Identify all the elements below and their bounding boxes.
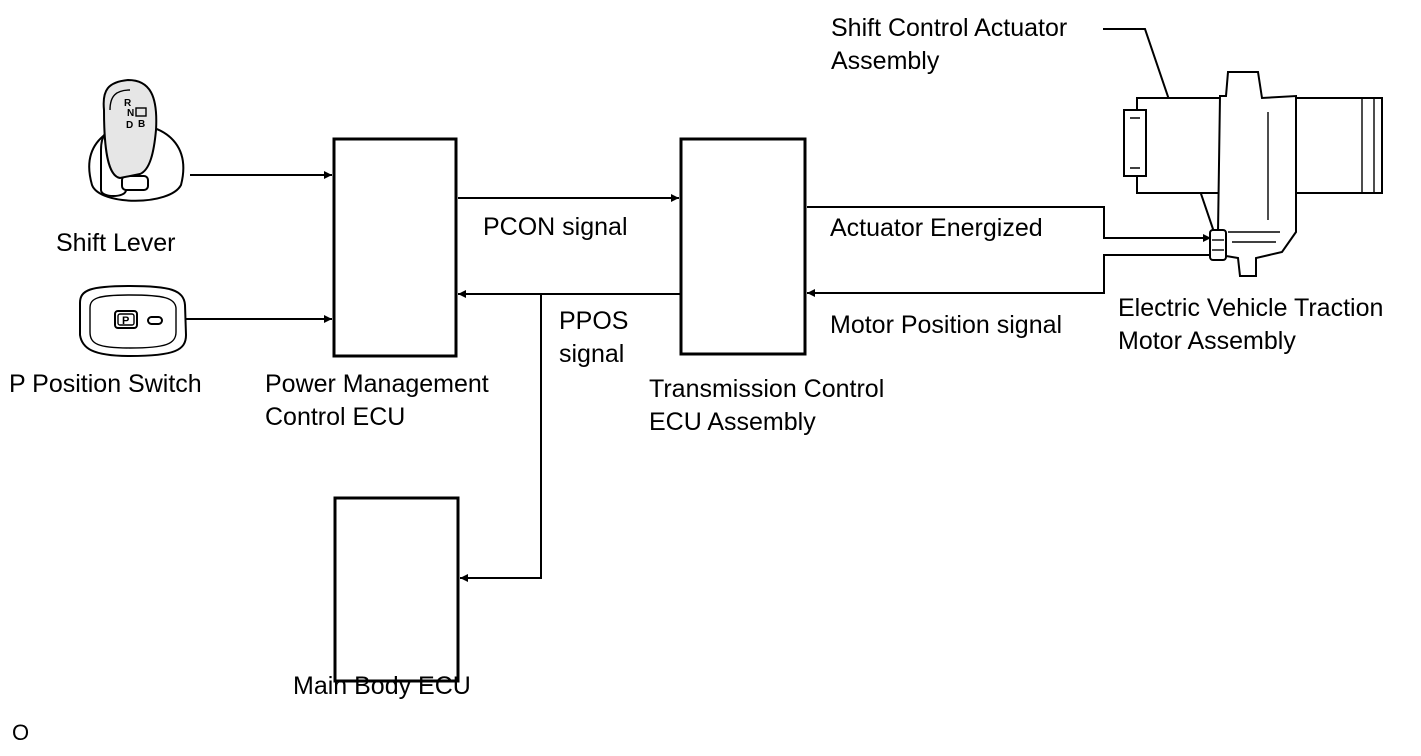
actuator-label: Shift Control Actuator Assembly <box>831 12 1067 78</box>
shift-glyph-r: R <box>124 98 132 109</box>
shift-glyph-n: N <box>127 108 134 119</box>
actuator-label-line1: Shift Control Actuator <box>831 14 1068 42</box>
actuator-energized-label: Actuator Energized <box>830 214 1043 242</box>
pcon-signal-label: PCON signal <box>483 213 628 241</box>
power-management-ecu-label: Power Management Control ECU <box>265 368 489 434</box>
transmission-ecu-label: Transmission Control ECU Assembly <box>649 373 884 439</box>
ppos-signal-label: PPOS signal <box>559 305 628 371</box>
actuator-energized-wire <box>807 206 1211 242</box>
motor-position-wire <box>807 254 1213 297</box>
power-management-ecu-block <box>332 137 458 358</box>
traction-motor-label: Electric Vehicle Traction Motor Assembly <box>1118 292 1383 358</box>
ppos-signal-label-line2: signal <box>559 340 625 368</box>
ppos-branch-wire <box>460 294 542 582</box>
main-body-ecu-block <box>333 496 460 683</box>
shift-glyph-b: B <box>138 119 145 130</box>
transmission-ecu-label-line2: ECU Assembly <box>649 408 816 436</box>
traction-motor-label-line1: Electric Vehicle Traction <box>1118 294 1384 322</box>
shift-lever-icon: R N D B <box>88 78 185 202</box>
shift-actuator-illustration <box>1123 71 1383 277</box>
main-body-ecu-label: Main Body ECU <box>293 672 471 700</box>
power-management-ecu-label-line1: Power Management <box>265 370 489 398</box>
shift-glyph-d: D <box>126 120 133 131</box>
ppos-signal-label-line1: PPOS <box>559 307 629 335</box>
transmission-ecu-block <box>679 137 807 356</box>
shift-lever-label: Shift Lever <box>56 229 176 257</box>
transmission-ecu-label-line1: Transmission Control <box>649 375 885 403</box>
p-switch-icon: P <box>79 284 188 358</box>
footer-mark: O <box>12 720 30 745</box>
motor-position-signal-label: Motor Position signal <box>830 311 1063 339</box>
actuator-label-line2: Assembly <box>831 47 940 75</box>
traction-motor-label-line2: Motor Assembly <box>1118 327 1296 355</box>
power-management-ecu-label-line2: Control ECU <box>265 403 406 431</box>
switch-glyph-p: P <box>122 315 129 327</box>
p-position-switch-label: P Position Switch <box>9 370 202 398</box>
